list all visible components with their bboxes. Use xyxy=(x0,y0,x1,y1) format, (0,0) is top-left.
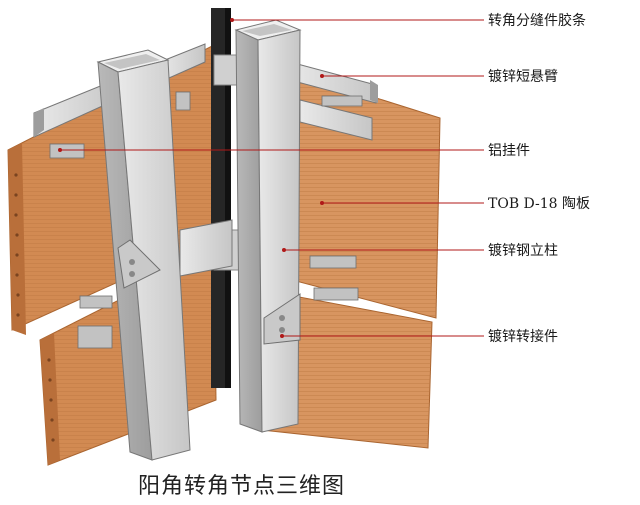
short-cantilever-arms xyxy=(33,43,378,277)
leader-lines xyxy=(60,19,484,337)
aluminum-hangers xyxy=(49,91,363,349)
galvanized-adapters xyxy=(117,239,301,345)
label-steel-column: 镀锌钢立柱 xyxy=(488,243,558,259)
right-ceramic-panels xyxy=(261,61,441,449)
label-short-arm: 镀锌短悬臂 xyxy=(488,69,558,85)
label-ceramic-panel: TOB D-18 陶板 xyxy=(488,196,591,212)
label-joint-sealant: 转角分缝件胶条 xyxy=(488,13,586,29)
right-steel-column xyxy=(234,19,302,433)
leader-dots xyxy=(58,18,324,338)
label-aluminum-hanger: 铝挂件 xyxy=(488,143,530,159)
diagram-caption: 阳角转角节点三维图 xyxy=(138,474,346,499)
label-adapter: 镀锌转接件 xyxy=(488,329,558,345)
